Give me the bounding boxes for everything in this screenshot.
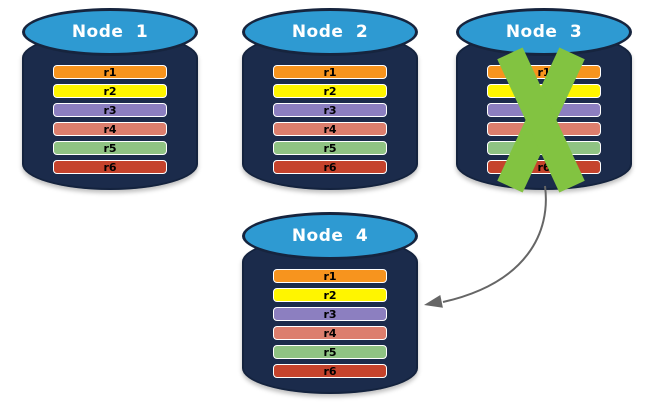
replica-bar-r1: r1 (273, 269, 387, 283)
replica-bar-r5: r5 (273, 141, 387, 155)
node-3-label: Node 3 (505, 22, 583, 42)
node-4-cylinder-top (242, 212, 418, 260)
node-3-cylinder-top (456, 8, 632, 56)
replica-bar-r4: r4 (53, 122, 167, 136)
failure-x-icon (497, 47, 585, 193)
replica-bar-r1: r1 (273, 65, 387, 79)
arrow-head-icon (424, 295, 443, 308)
node-3: Node 3 r1 r2 r3 r4 r5 r6 (456, 8, 632, 193)
replica-bar-r4: r4 (273, 326, 387, 340)
replica-bar-r3: r3 (53, 103, 167, 117)
replica-bar-r3: r3 (273, 307, 387, 321)
node-4-replica-list: r1 r2 r3 r4 r5 r6 (273, 269, 387, 383)
arrow-curve (442, 185, 547, 303)
replica-bar-r5: r5 (273, 345, 387, 359)
node-2-label: Node 2 (291, 22, 369, 42)
node-2-cylinder-top (242, 8, 418, 56)
replica-bar-r1: r1 (53, 65, 167, 79)
replica-bar-r4: r4 (273, 122, 387, 136)
replica-bar-r2: r2 (273, 84, 387, 98)
replica-bar-r2: r2 (273, 288, 387, 302)
node-1-label: Node 1 (71, 22, 149, 42)
replica-bar-r6: r6 (273, 364, 387, 378)
replica-bar-r6: r6 (273, 160, 387, 174)
replica-bar-r5: r5 (53, 141, 167, 155)
node-2-replica-list: r1 r2 r3 r4 r5 r6 (273, 65, 387, 179)
node-1-cylinder-top (22, 8, 198, 56)
node-1: Node 1 r1 r2 r3 r4 r5 r6 (22, 8, 198, 190)
replica-bar-r2: r2 (53, 84, 167, 98)
node-1-replica-list: r1 r2 r3 r4 r5 r6 (53, 65, 167, 179)
node-4: Node 4 r1 r2 r3 r4 r5 r6 (242, 212, 418, 394)
node-2: Node 2 r1 r2 r3 r4 r5 r6 (242, 8, 418, 190)
replica-bar-r6: r6 (53, 160, 167, 174)
node-4-label: Node 4 (291, 226, 369, 246)
replica-bar-r3: r3 (273, 103, 387, 117)
